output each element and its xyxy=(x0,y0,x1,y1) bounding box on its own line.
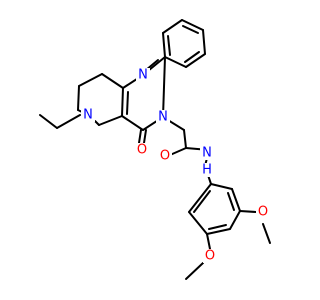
bond xyxy=(239,210,257,213)
bond xyxy=(77,85,80,111)
bond xyxy=(98,115,123,126)
bond xyxy=(56,114,81,129)
bonds xyxy=(39,19,271,280)
bond xyxy=(229,210,241,230)
bond xyxy=(262,223,271,244)
bond xyxy=(206,233,211,250)
bond xyxy=(206,228,231,235)
atom-n-pyrimidine-bottom: N xyxy=(158,110,168,125)
atom-o-methoxy-upper: O xyxy=(258,205,268,220)
bond xyxy=(227,192,235,211)
atom-o-methoxy-lower: O xyxy=(205,249,215,264)
molecule-structure: N N N O O N H O O xyxy=(39,19,271,280)
bond xyxy=(162,32,166,58)
bond xyxy=(184,51,200,63)
bond xyxy=(183,129,187,149)
atom-n-pyrimidine-top: N xyxy=(138,68,148,83)
bond xyxy=(138,129,142,144)
atom-h-amide: H xyxy=(202,163,212,178)
bond xyxy=(188,183,212,213)
bond xyxy=(182,25,199,34)
bond xyxy=(202,29,206,55)
bond xyxy=(167,35,171,56)
bond xyxy=(101,73,124,89)
bond xyxy=(188,211,208,235)
bond xyxy=(181,19,204,31)
bond xyxy=(162,19,183,34)
bond xyxy=(231,188,241,212)
atom-n-piperidine: N xyxy=(83,108,93,123)
atom-o-carbonyl-amide: O xyxy=(160,149,170,164)
bond xyxy=(193,190,211,213)
bond xyxy=(39,114,58,129)
bond xyxy=(185,53,206,68)
structure-canvas: N N N O O N H O O xyxy=(39,19,271,280)
bond xyxy=(126,91,129,115)
bond xyxy=(185,262,204,280)
atom-n-amide: N xyxy=(202,146,212,161)
bond xyxy=(208,224,227,230)
bond xyxy=(162,56,166,118)
bond xyxy=(121,115,144,131)
bond xyxy=(121,87,124,117)
bond xyxy=(169,147,187,156)
atom-o-carbonyl-ring: O xyxy=(137,143,147,158)
bond xyxy=(164,56,187,68)
bond xyxy=(210,183,233,190)
bond xyxy=(78,73,103,87)
atom-labels: N N N O O N H O O xyxy=(81,68,270,264)
bond xyxy=(143,129,147,144)
